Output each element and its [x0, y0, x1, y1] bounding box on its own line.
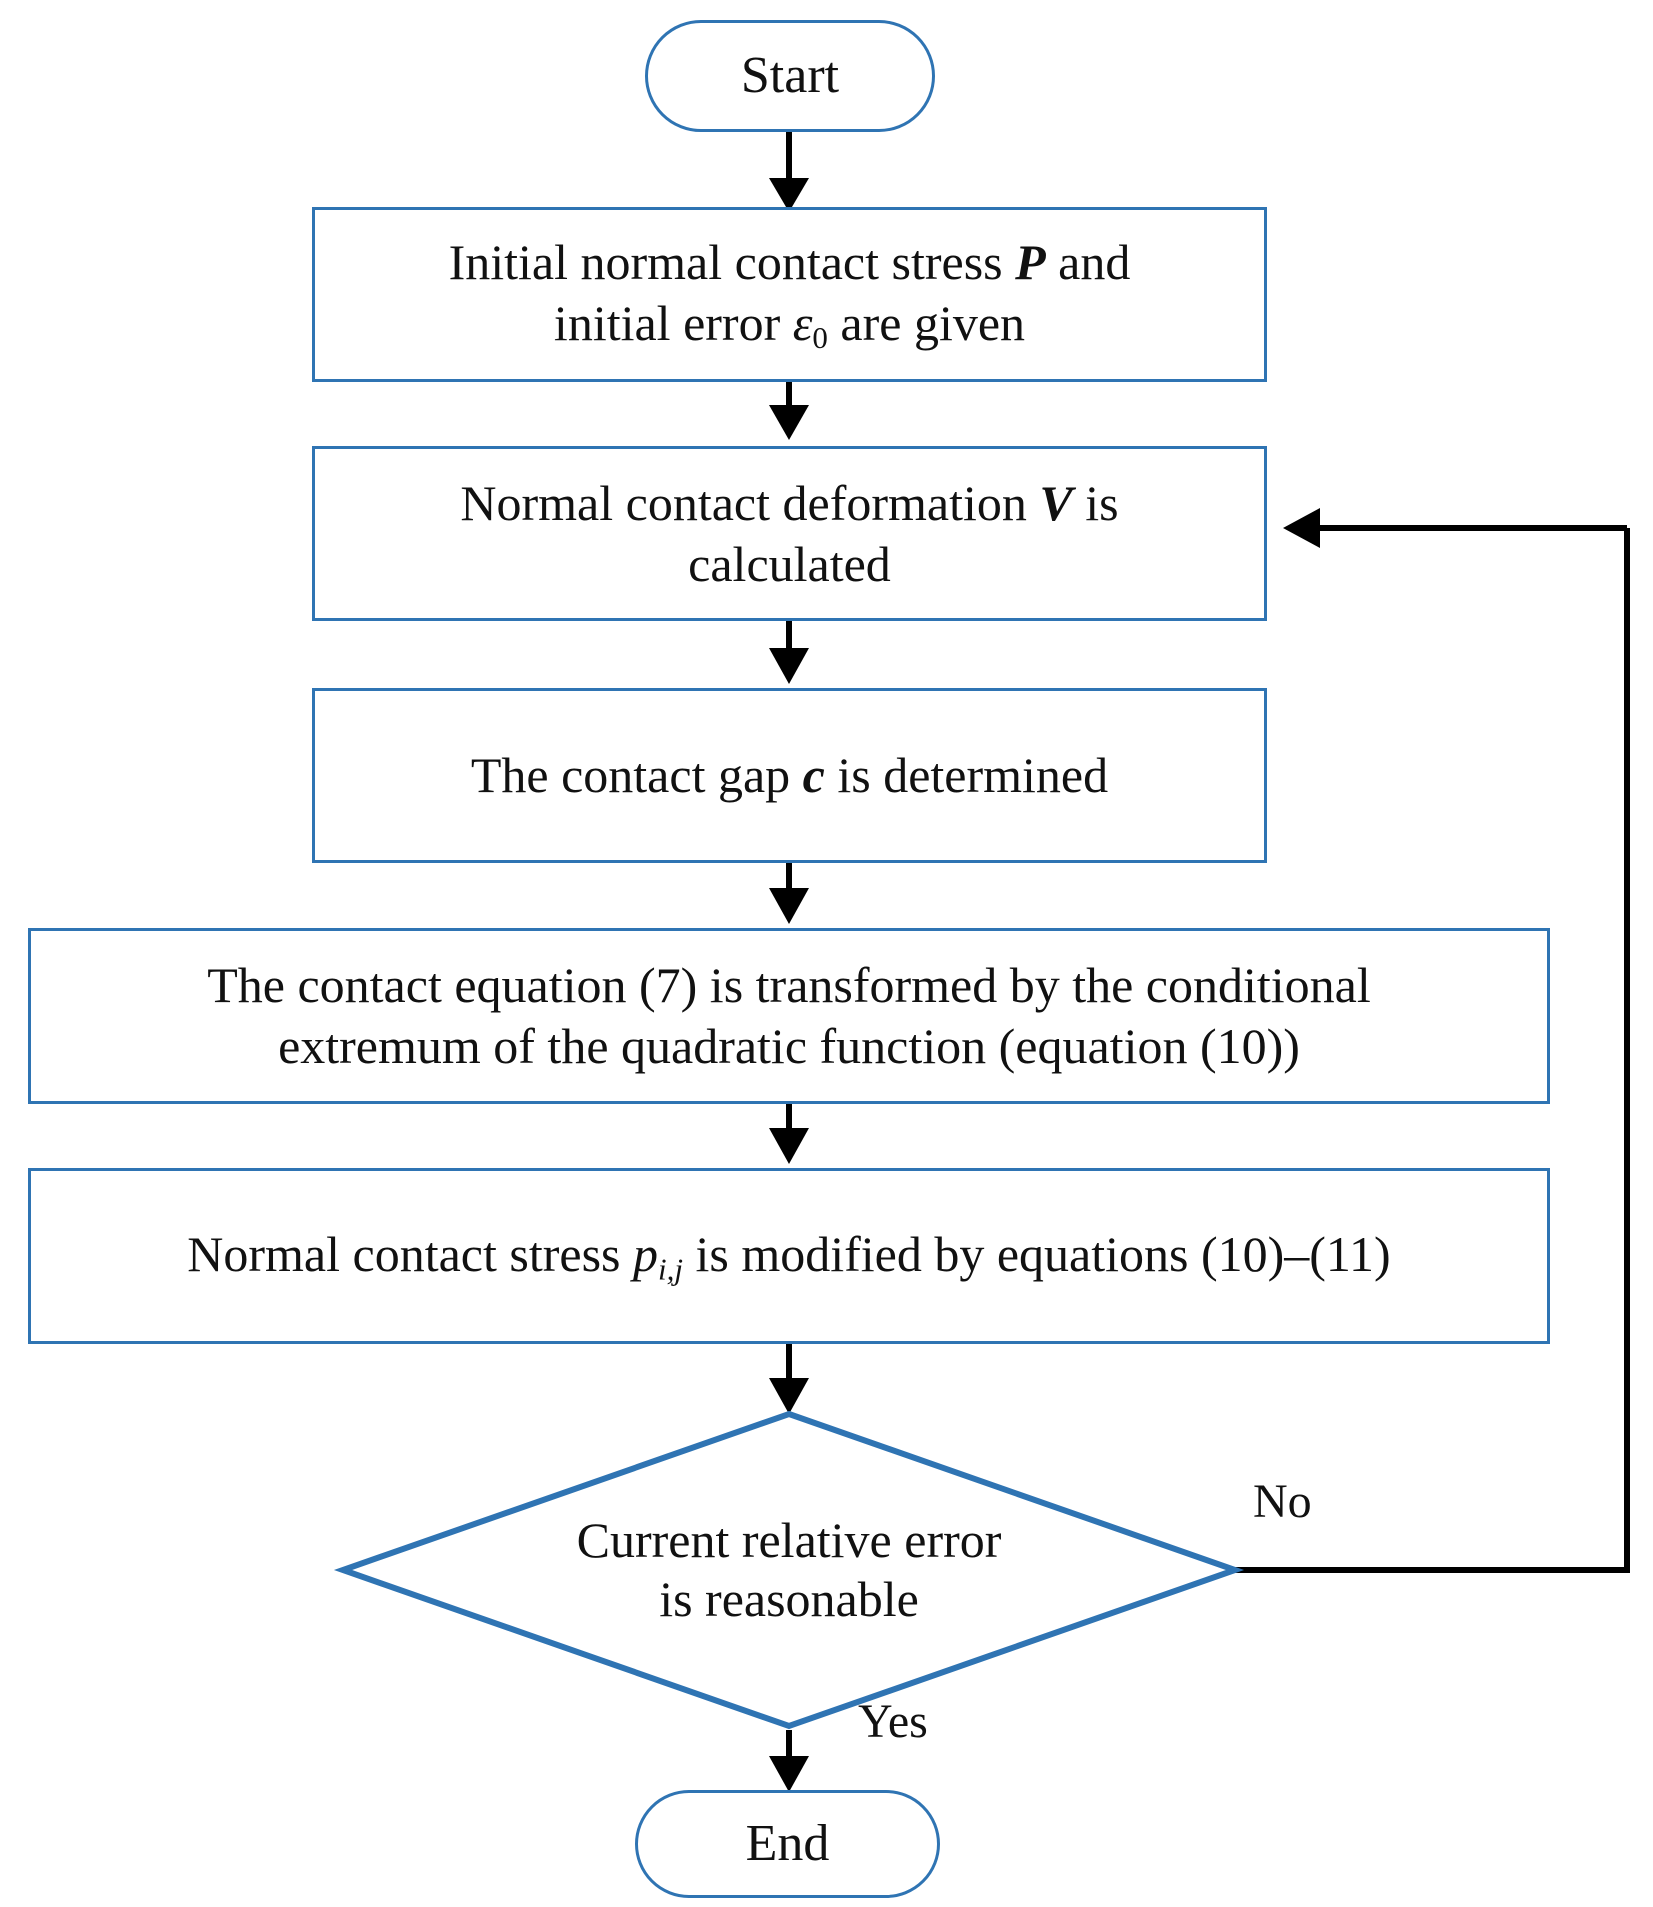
node-normal-contact-deformation-text: Normal contact deformation V is calculat…	[460, 473, 1118, 595]
edge-label-no: No	[1253, 1475, 1312, 1528]
node-normal-contact-deformation[interactable]: Normal contact deformation V is calculat…	[312, 446, 1267, 621]
step3-pre: The contact gap	[470, 747, 803, 803]
step5-post: is modified by equations (10)–(11)	[682, 1225, 1391, 1282]
node-start[interactable]: Start	[645, 20, 935, 132]
step1-line1-post: and	[1045, 234, 1131, 291]
step2-symbol-V: V	[1039, 474, 1073, 531]
node-initial-stress-and-error-text: Initial normal contact stress P and init…	[449, 232, 1131, 357]
step2-line1-pre: Normal contact deformation	[460, 474, 1040, 531]
edge-decision-yes-to-end	[769, 1730, 809, 1792]
edge-step2-to-step3	[769, 620, 809, 684]
edge-step4-to-step5	[769, 1103, 809, 1164]
step5-pre: Normal contact stress	[187, 1225, 633, 1282]
decision-diamond-shape	[333, 1410, 1245, 1730]
node-contact-gap[interactable]: The contact gap c is determined	[312, 688, 1267, 863]
node-stress-modified-by-equations-text: Normal contact stress pi,j is modified b…	[187, 1224, 1390, 1288]
step1-symbol-P: P	[1015, 234, 1046, 291]
node-end-label: End	[745, 1815, 830, 1873]
step2-line1-post: is	[1072, 474, 1119, 531]
step1-line1-pre: Initial normal contact stress	[448, 234, 1016, 291]
step1-symbol-epsilon: ε	[792, 295, 813, 352]
step4-line2: extremum of the quadratic function (equa…	[278, 1018, 1300, 1074]
step3-symbol-c: c	[802, 747, 825, 803]
node-initial-stress-and-error[interactable]: Initial normal contact stress P and init…	[312, 207, 1267, 382]
step5-symbol-p-subscript: i,j	[657, 1251, 683, 1287]
step1-line2-post: are given	[827, 295, 1026, 352]
node-decision-current-relative-error[interactable]: Current relative error is reasonable	[333, 1410, 1245, 1730]
step3-post: is determined	[824, 747, 1109, 803]
node-contact-gap-text: The contact gap c is determined	[471, 745, 1108, 806]
step5-symbol-p: p	[632, 1225, 658, 1282]
step2-line2: calculated	[688, 535, 891, 592]
edge-start-to-step1	[769, 131, 809, 212]
step1-line2-pre: initial error	[553, 295, 793, 352]
node-start-label: Start	[740, 47, 840, 105]
step4-line1: The contact equation (7) is transformed …	[207, 957, 1371, 1013]
step1-symbol-epsilon-subscript: 0	[812, 319, 828, 355]
edge-decision-no-to-step2	[1213, 508, 1630, 1573]
edge-step1-to-step2	[769, 381, 809, 440]
node-contact-equation-transformed-text: The contact equation (7) is transformed …	[207, 955, 1371, 1077]
node-end[interactable]: End	[635, 1790, 940, 1898]
node-stress-modified-by-equations[interactable]: Normal contact stress pi,j is modified b…	[28, 1168, 1550, 1344]
edge-step3-to-step4	[769, 863, 809, 924]
node-contact-equation-transformed[interactable]: The contact equation (7) is transformed …	[28, 928, 1550, 1104]
edge-step5-to-decision	[769, 1344, 809, 1414]
edge-label-yes: Yes	[858, 1695, 928, 1748]
